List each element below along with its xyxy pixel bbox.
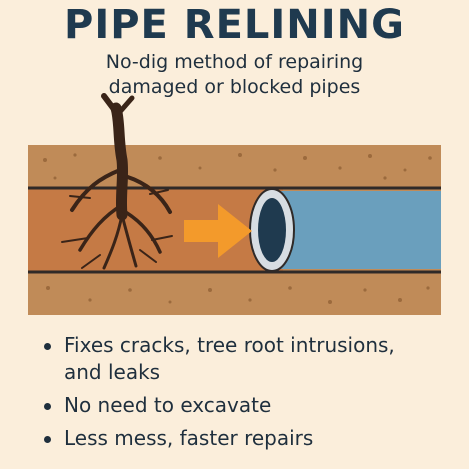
liner-rim-inner xyxy=(258,198,286,262)
benefits-list: Fixes cracks, tree root intrusions, and … xyxy=(40,332,395,458)
tree-root-icon xyxy=(61,93,173,270)
bullet-item: No need to excavate xyxy=(40,392,395,419)
subtitle-line-2: damaged or blocked pipes xyxy=(108,76,361,98)
bullet-line: No need to excavate xyxy=(64,393,272,417)
subtitle-line-1: No-dig method of repairing xyxy=(105,51,364,73)
arrow-icon xyxy=(184,204,252,258)
soil-speckles xyxy=(43,153,432,304)
bullet-item: Fixes cracks, tree root intrusions, and … xyxy=(40,332,395,386)
bullet-line: Less mess, faster repairs xyxy=(64,426,314,450)
subtitle: No-dig method of repairing damaged or bl… xyxy=(0,50,469,100)
bullet-line: Fixes cracks, tree root intrusions, xyxy=(64,333,395,357)
bullet-item: Less mess, faster repairs xyxy=(40,425,395,452)
page-title: PIPE RELINING xyxy=(64,2,405,48)
bullet-line: and leaks xyxy=(64,360,161,384)
new-liner xyxy=(272,191,441,269)
